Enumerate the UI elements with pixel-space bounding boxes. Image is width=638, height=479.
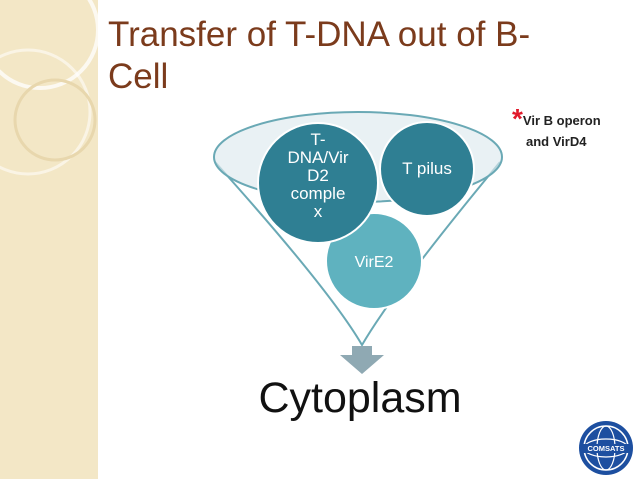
node-label-tdna-vird2: T- DNA/Vir D2 comple x [287,130,349,221]
note-line-1: Vir B operon [522,113,601,128]
vir-b-note: *Vir B operon and VirD4 [512,105,636,152]
node-t-pilus [379,121,475,217]
down-arrow [340,346,384,374]
svg-text:COMSATS: COMSATS [588,444,625,453]
node-tdna-vird2 [257,122,379,244]
funnel-outline [214,161,501,347]
cytoplasm-label: Cytoplasm [258,374,462,422]
comsats-logo-icon: COMSATS [579,421,633,475]
node-label-t-pilus: T pilus [402,159,452,178]
node-label-vire2: VirE2 [354,254,394,271]
node-vire2 [325,212,423,310]
decorative-circles [0,0,100,176]
slide-title: Transfer of T-DNA out of B-Cell [108,15,531,96]
note-line-2: and VirD4 [526,134,587,149]
asterisk-icon: * [512,103,523,134]
